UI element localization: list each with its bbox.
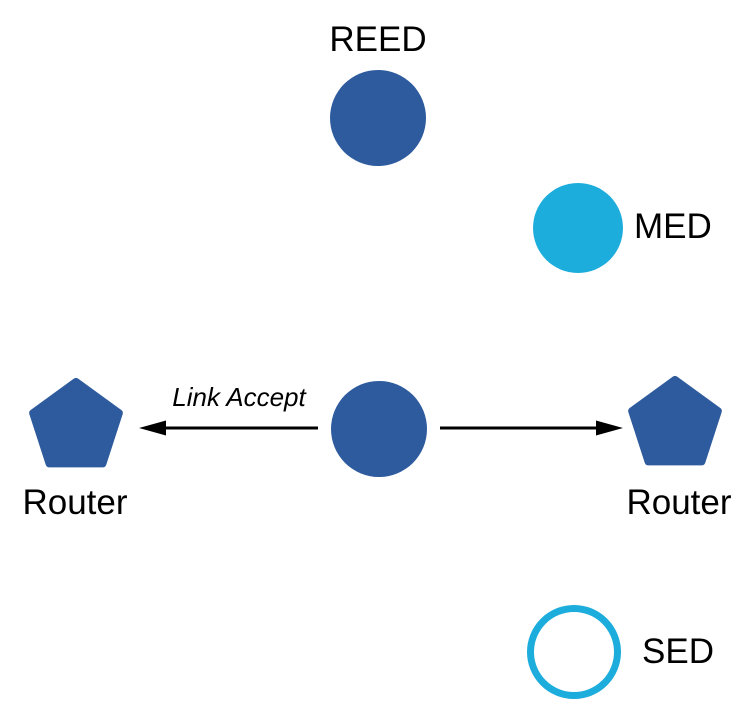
- router-right-label: Router: [626, 483, 732, 522]
- sed-label: SED: [642, 632, 714, 671]
- reed-node-circle: [330, 70, 426, 166]
- router-right-pentagon-icon: [628, 376, 722, 466]
- router-left-label: Router: [22, 483, 128, 522]
- med-label: MED: [634, 207, 712, 246]
- arrow-left-icon: [139, 420, 318, 436]
- reed-label: REED: [329, 20, 427, 59]
- link-accept-edge-label: Link Accept: [172, 382, 306, 412]
- router-left-pentagon-icon: [29, 378, 123, 468]
- parent-node-circle: [331, 381, 427, 477]
- arrow-right-icon: [440, 420, 623, 436]
- med-node-circle: [533, 183, 623, 273]
- sed-node-ring: [527, 605, 621, 699]
